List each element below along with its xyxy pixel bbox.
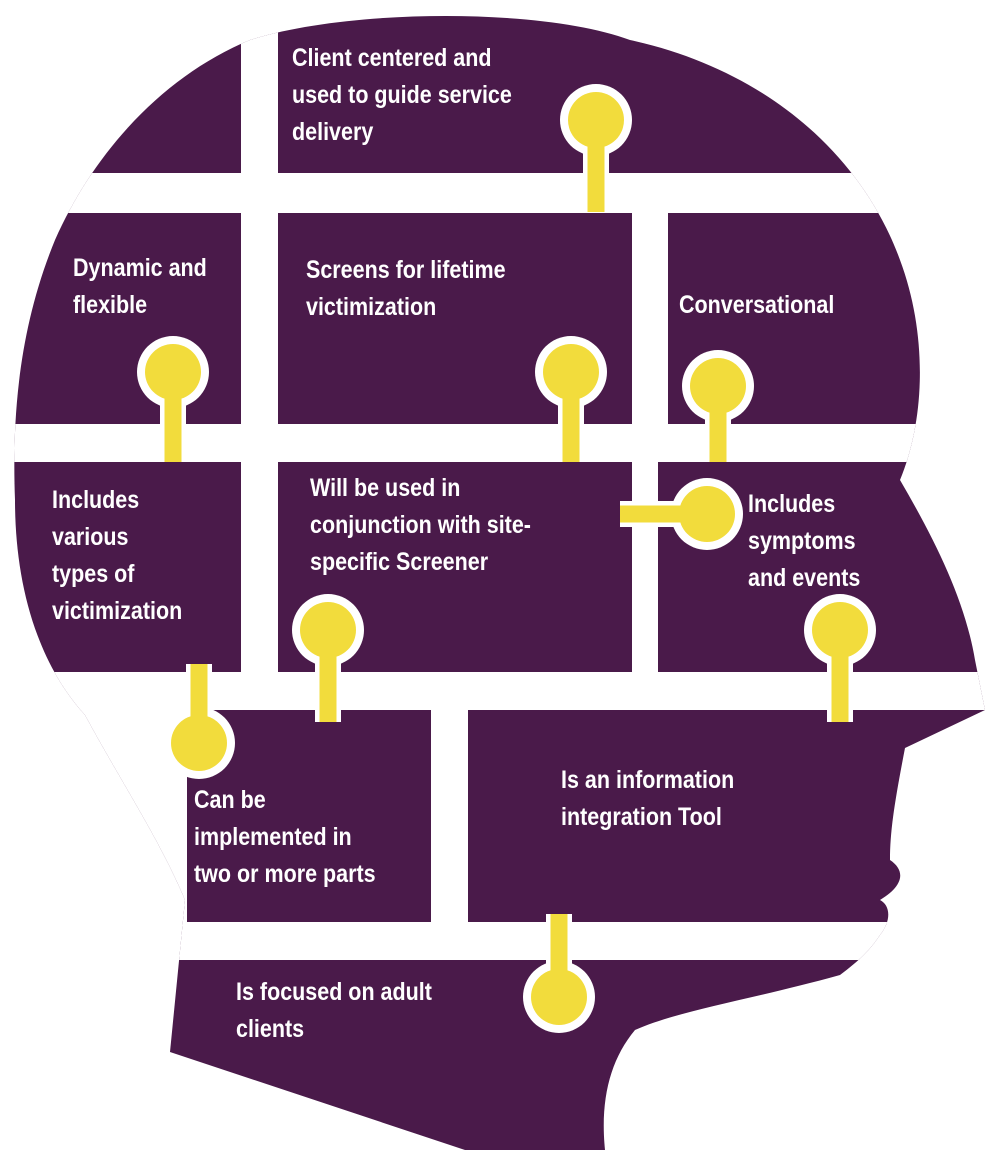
keyhole-conversational bbox=[682, 350, 754, 462]
label-adult-clients: Is focused on adult clients bbox=[236, 978, 432, 1043]
label-dynamic-flexible: Dynamic and flexible bbox=[73, 254, 207, 319]
keyhole-symptoms bbox=[804, 594, 876, 722]
keyhole-information-tool bbox=[523, 914, 595, 1033]
label-client-centered: Client centered and used to guide servic… bbox=[292, 44, 512, 146]
label-various-types: Includes various types of victimization bbox=[52, 486, 183, 625]
keyhole-dynamic-flexible bbox=[137, 336, 209, 462]
keyhole-lifetime bbox=[535, 336, 607, 462]
label-information-tool: Is an information integration Tool bbox=[561, 766, 735, 831]
label-conversational: Conversational bbox=[679, 291, 835, 319]
keyhole-connectors bbox=[137, 84, 876, 1033]
keyhole-site-specific bbox=[292, 594, 364, 722]
keyhole-conjunction bbox=[620, 478, 743, 550]
label-two-parts: Can be implemented in two or more parts bbox=[194, 786, 376, 888]
keyhole-various-types bbox=[163, 664, 235, 779]
label-lifetime-victimization: Screens for lifetime victimization bbox=[306, 256, 506, 321]
label-site-specific: Will be used in conjunction with site- s… bbox=[310, 474, 531, 576]
label-symptoms-events: Includes symptoms and events bbox=[748, 490, 861, 592]
keyhole-client-centered bbox=[560, 84, 632, 212]
